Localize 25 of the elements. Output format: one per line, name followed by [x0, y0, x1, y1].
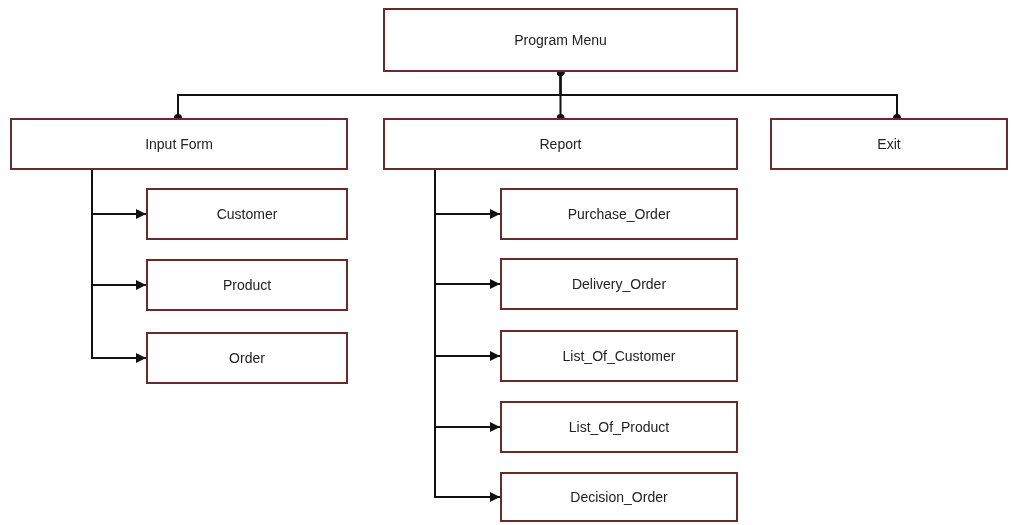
menu-label: Report: [539, 136, 582, 152]
menu-label: Product: [222, 277, 272, 293]
menu-box: [146, 188, 348, 240]
menu-box: [10, 118, 348, 170]
menu-box: [146, 332, 348, 384]
menu-label: Customer: [216, 206, 278, 222]
menu-box: [500, 401, 738, 453]
menu-label: Decision_Order: [570, 489, 668, 505]
menu-label: Purchase_Order: [567, 206, 671, 222]
menu-label: Delivery_Order: [571, 276, 667, 292]
menu-label: Order: [229, 350, 265, 366]
menu-label: List_Of_Customer: [562, 348, 676, 364]
connector: [91, 169, 147, 363]
menu-label: Input Form: [145, 136, 213, 152]
menu-label: List_Of_Product: [568, 419, 670, 435]
menu-label: Exit: [877, 136, 901, 152]
menu-box: [770, 118, 1008, 170]
menu-box: [500, 258, 738, 310]
menu-box: [146, 259, 348, 311]
menu-box: [383, 8, 738, 72]
menu-box: [383, 118, 738, 170]
menu-label: Program Menu: [514, 32, 607, 48]
menu-box: [500, 330, 738, 382]
menu-box: [500, 472, 738, 522]
menu-box: [500, 188, 738, 240]
